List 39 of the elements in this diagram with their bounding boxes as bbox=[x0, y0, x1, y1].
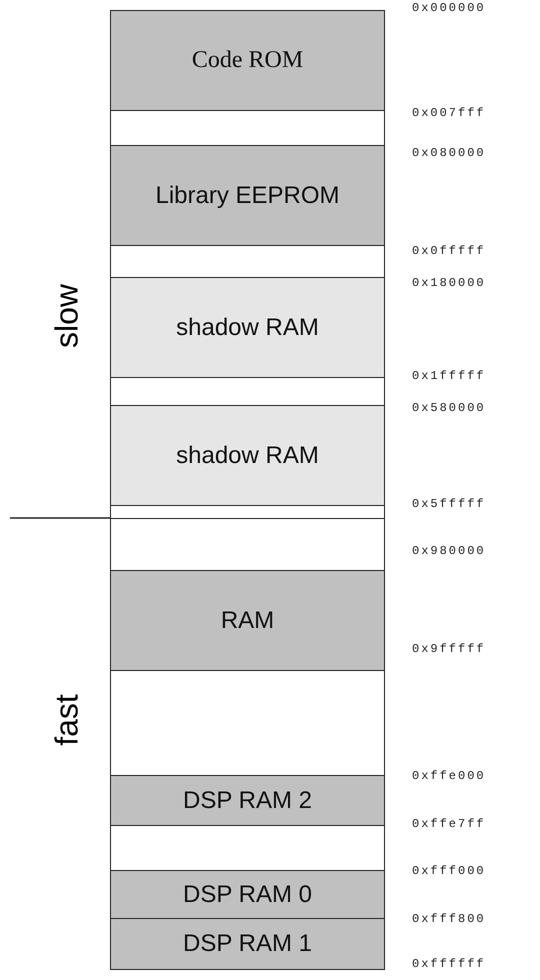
address-label: 0x980000 bbox=[412, 544, 486, 558]
empty-memory-block bbox=[110, 518, 385, 572]
block-label: DSP RAM 1 bbox=[183, 930, 312, 958]
memory-block bbox=[110, 405, 385, 506]
memory-block bbox=[110, 277, 385, 378]
address-label: 0x9fffff bbox=[412, 642, 486, 656]
block-label: Library EEPROM bbox=[155, 182, 340, 210]
memory-block bbox=[110, 870, 385, 920]
address-label: 0xffe7ff bbox=[412, 817, 486, 831]
address-label: 0x080000 bbox=[412, 146, 486, 160]
address-label: 0xfff800 bbox=[412, 912, 486, 926]
block-label: shadow RAM bbox=[176, 442, 319, 470]
empty-memory-block bbox=[110, 825, 385, 872]
address-label: 0x1fffff bbox=[412, 369, 486, 383]
address-label: 0x180000 bbox=[412, 276, 486, 290]
block-label: DSP RAM 0 bbox=[183, 880, 312, 909]
address-label: 0x5fffff bbox=[412, 497, 486, 511]
block-label: Code ROM bbox=[192, 47, 304, 74]
memory-block bbox=[110, 918, 385, 970]
address-label: 0xfff000 bbox=[412, 864, 486, 878]
speed-label: fast bbox=[48, 694, 86, 746]
block-label: DSP RAM 2 bbox=[183, 786, 312, 815]
address-label: 0xffffff bbox=[412, 957, 486, 971]
empty-memory-block bbox=[110, 110, 385, 146]
block-label: shadow RAM bbox=[176, 314, 319, 342]
memory-block bbox=[110, 145, 385, 246]
empty-memory-block bbox=[110, 377, 385, 406]
empty-memory-block bbox=[110, 245, 385, 278]
address-label: 0x580000 bbox=[412, 401, 486, 415]
memory-block bbox=[110, 775, 385, 826]
empty-memory-block bbox=[110, 670, 385, 776]
address-label: 0x007fff bbox=[412, 106, 486, 120]
memory-block bbox=[110, 570, 385, 672]
speed-label: slow bbox=[48, 284, 86, 348]
address-label: 0x0fffff bbox=[412, 244, 486, 258]
address-label: 0xffe000 bbox=[412, 769, 486, 783]
address-label: 0x000000 bbox=[412, 1, 486, 15]
block-label: RAM bbox=[220, 606, 274, 635]
memory-block bbox=[110, 10, 385, 112]
